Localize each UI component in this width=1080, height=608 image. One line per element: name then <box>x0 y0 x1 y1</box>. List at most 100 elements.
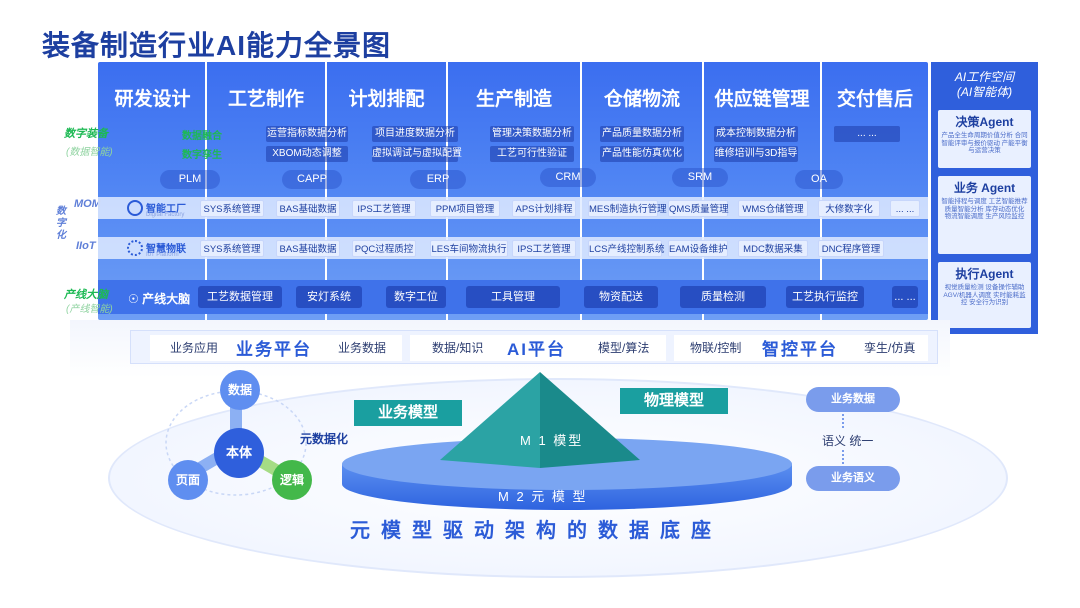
capability-tag: XBOM动态调整 <box>266 146 348 162</box>
mom-system-pill: PPM项目管理 <box>430 200 500 217</box>
system-pill-plm: PLM <box>160 170 220 189</box>
line-brain-tag: ... ... <box>892 286 918 308</box>
column-divider <box>702 62 704 320</box>
capability-tag: 管理决策数据分析 <box>490 126 574 142</box>
mom-label: MOM <box>74 198 101 210</box>
iot-logo-icon <box>127 240 143 256</box>
line-brain-brand-label: 产线大脑 <box>142 292 191 306</box>
execution-agent-card[interactable]: 执行Agent 视觉质量检测 设备操作辅助 AGV/机器人调度 实时能耗监控 安… <box>938 262 1031 328</box>
logic-node: 逻辑 <box>272 460 312 500</box>
column-divider <box>580 62 582 320</box>
column-header: 计划排配 <box>348 89 425 110</box>
line-brain-tag: 工艺执行监控 <box>786 286 864 308</box>
iot-control-label: 物联/控制 <box>690 341 742 355</box>
m2-meta-model-label: M 2 元 模 型 <box>498 489 588 504</box>
capability-tag: 项目进度数据分析 <box>372 126 458 142</box>
mom-system-pill: ... ... <box>890 200 920 217</box>
biz-platform-label: 业务平台 <box>236 340 312 359</box>
iiot-system-pill: LES车间物流执行 <box>430 240 508 257</box>
mom-system-pill: BAS基础数据 <box>276 200 340 217</box>
capability-panel <box>98 62 928 320</box>
mom-system-pill: SYS系统管理 <box>200 200 264 217</box>
business-agent-card[interactable]: 业务 Agent 智能排程与调度 工艺智能推荐 质量智能分析 库存动态优化 物流… <box>938 176 1031 254</box>
line-brain-label: 产线大脑 <box>64 289 108 301</box>
line-brain-icon: ☉ <box>128 292 139 306</box>
column-divider <box>446 62 448 320</box>
execution-agent-text: 视觉质量检测 设备操作辅助 AGV/机器人调度 实时能耗监控 安全行为识别 <box>943 284 1026 306</box>
capability-tag: 工艺可行性验证 <box>490 146 574 162</box>
foundation-caption: 元模型驱动架构的数据底座 <box>350 520 722 542</box>
page-title: 装备制造行业AI能力全景图 <box>42 30 392 61</box>
data-knowledge-label: 数据/知识 <box>432 341 484 355</box>
capability-tag: 维修培训与3D指导 <box>714 146 798 162</box>
business-semantic-pill: 业务语义 <box>806 466 900 491</box>
semantic-unify-label: 语义 统一 <box>822 434 874 448</box>
iiot-label: IIoT <box>76 240 96 252</box>
system-pill-erp: ERP <box>410 170 466 189</box>
dotted-connector <box>842 414 844 428</box>
business-model-tag: 业务模型 <box>354 400 462 426</box>
control-platform-segment <box>674 335 928 361</box>
decision-agent-card[interactable]: 决策Agent 产品全生命周期价值分析 合同智能评审与报价驱动 产能平衡与运营决… <box>938 110 1031 168</box>
line-brain-tag: 工具管理 <box>466 286 560 308</box>
line-brain-tag: 质量检测 <box>680 286 766 308</box>
page-node: 页面 <box>168 460 208 500</box>
model-algo-label: 模型/算法 <box>598 341 650 355</box>
capability-tag: 产品质量数据分析 <box>600 126 684 142</box>
data-fusion-label: 数据融合 <box>182 131 222 142</box>
iot-brand-sub: IoT Platform <box>146 252 179 258</box>
m1-model-label: M 1 模型 <box>520 433 584 448</box>
ai-workspace-title-text: AI工作空间 <box>954 70 1015 84</box>
iiot-system-pill: DNC程序管理 <box>818 240 884 257</box>
iot-brand: 智慧物联 <box>146 244 186 255</box>
dotted-connector <box>842 450 844 464</box>
ai-platform-label: AI平台 <box>507 340 566 359</box>
iiot-system-pill: SYS系统管理 <box>200 240 264 257</box>
capability-tag: 虚拟调试与虚拟配置 <box>372 146 462 162</box>
digital-twin-label: 数字孪生 <box>182 150 222 161</box>
factory-brand-sub: Digital Factory <box>146 212 185 218</box>
column-header: 生产制造 <box>475 89 552 110</box>
digital-equipment-label: 数字装备 <box>64 128 108 140</box>
iiot-system-pill: BAS基础数据 <box>276 240 340 257</box>
biz-app-label: 业务应用 <box>170 341 219 355</box>
column-header: 工艺制作 <box>227 89 304 110</box>
line-brain-tag: 物资配送 <box>584 286 658 308</box>
m1-pyramid <box>440 372 640 468</box>
digital-equipment-sub: (数据智能) <box>66 147 113 158</box>
column-header: 交付售后 <box>836 89 913 110</box>
column-header: 供应链管理 <box>714 89 810 110</box>
column-divider <box>205 62 207 320</box>
mom-system-pill: MES制造执行管理 <box>588 200 667 217</box>
line-brain-tag: 工艺数据管理 <box>198 286 282 308</box>
system-pill-capp: CAPP <box>282 170 342 189</box>
line-brain-brand: ☉ 产线大脑 <box>128 290 190 307</box>
business-agent-title: 业务 Agent <box>953 181 1016 195</box>
iiot-system-pill: LCS产线控制系统 <box>588 240 664 257</box>
data-node: 数据 <box>220 370 260 410</box>
biz-data-label: 业务数据 <box>338 341 387 355</box>
execution-agent-title: 执行Agent <box>955 267 1014 281</box>
twin-sim-label: 孪生/仿真 <box>864 341 916 355</box>
ai-workspace-title: AI工作空间 (AI智能体) <box>931 70 1038 100</box>
decision-agent-text: 产品全生命周期价值分析 合同智能评审与报价驱动 产能平衡与运营决策 <box>941 132 1028 154</box>
mom-system-pill: IPS工艺管理 <box>352 200 416 217</box>
control-platform-label: 智控平台 <box>762 340 838 359</box>
system-pill-srm: SRM <box>672 168 728 187</box>
line-brain-sub: (产线智能) <box>66 304 113 315</box>
capability-tag: 产品性能仿真优化 <box>600 146 684 162</box>
system-pill-crm: CRM <box>540 168 596 187</box>
column-header: 仓储物流 <box>603 89 680 110</box>
mom-system-pill: 大修数字化 <box>818 200 880 217</box>
meta-dataize-label: 元数据化 <box>300 432 349 446</box>
column-divider <box>820 62 822 320</box>
biz-platform-segment <box>150 335 402 361</box>
column-divider <box>325 62 327 320</box>
iiot-system-pill: IPS工艺管理 <box>512 240 576 257</box>
iiot-system-pill: MDC数据采集 <box>738 240 808 257</box>
factory-brand: 智能工厂 <box>146 204 186 215</box>
factory-logo-icon <box>127 200 143 216</box>
ai-platform-segment <box>410 335 666 361</box>
iiot-system-pill: PQC过程质控 <box>352 240 416 257</box>
capability-tag: 运营指标数据分析 <box>266 126 348 142</box>
